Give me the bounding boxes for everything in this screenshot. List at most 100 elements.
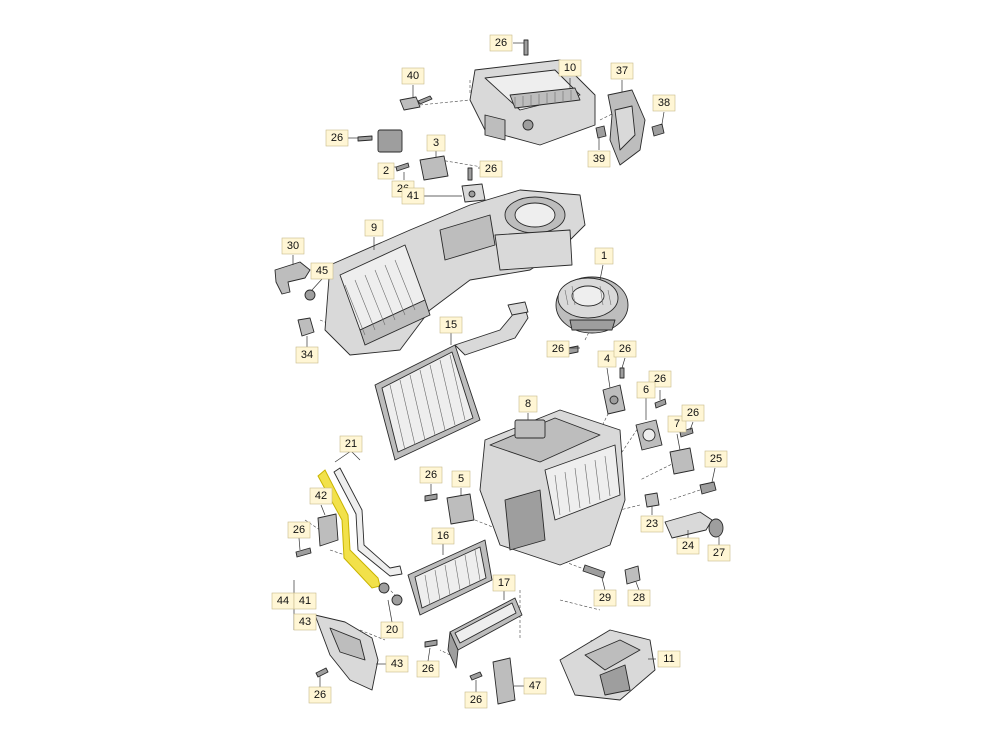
lower-mounting-bracket: [559, 629, 656, 701]
svg-text:8: 8: [525, 398, 531, 410]
svg-text:44: 44: [277, 595, 289, 607]
svg-text:10: 10: [564, 62, 576, 74]
callout-17: 17: [492, 574, 516, 592]
svg-text:15: 15: [445, 319, 457, 331]
callout-47: 47: [523, 677, 547, 695]
svg-text:5: 5: [458, 473, 464, 485]
svg-text:21: 21: [345, 438, 357, 450]
callout-10: 10: [558, 59, 582, 77]
callout-26-g: 26: [681, 404, 705, 422]
callout-39: 39: [587, 150, 611, 168]
svg-text:43: 43: [299, 616, 311, 628]
servo-motors: [602, 384, 717, 495]
svg-text:26: 26: [485, 163, 497, 175]
callout-44: 44: [271, 592, 295, 610]
svg-text:26: 26: [331, 132, 343, 144]
svg-text:2: 2: [383, 165, 389, 177]
svg-text:30: 30: [287, 240, 299, 252]
callout-26-a: 26: [325, 129, 349, 147]
svg-text:27: 27: [713, 547, 725, 559]
svg-text:38: 38: [658, 97, 670, 109]
svg-text:26: 26: [470, 694, 482, 706]
svg-text:6: 6: [643, 384, 649, 396]
svg-text:39: 39: [593, 153, 605, 165]
evaporator-core: [374, 301, 529, 461]
callout-2: 2: [377, 162, 395, 180]
svg-text:41: 41: [299, 595, 311, 607]
svg-text:23: 23: [646, 518, 658, 530]
svg-text:37: 37: [616, 65, 628, 77]
svg-text:9: 9: [371, 222, 377, 234]
callout-27: 27: [707, 544, 731, 562]
cover-47: [492, 657, 516, 705]
svg-text:28: 28: [633, 592, 645, 604]
callout-25: 25: [704, 450, 728, 468]
callout-43-a: 43: [293, 613, 317, 631]
svg-text:7: 7: [674, 418, 680, 430]
callout-3: 3: [426, 134, 446, 152]
footwell-duct-cover: [314, 614, 379, 691]
svg-text:26: 26: [687, 407, 699, 419]
svg-text:26: 26: [422, 663, 434, 675]
leader-lines: [292, 42, 720, 692]
svg-text:34: 34: [301, 349, 313, 361]
svg-text:24: 24: [682, 540, 694, 552]
svg-text:11: 11: [663, 653, 674, 665]
callout-1: 1: [594, 247, 614, 265]
svg-text:45: 45: [316, 265, 328, 277]
svg-text:4: 4: [604, 353, 610, 365]
small-actuators-top: [377, 95, 486, 203]
svg-text:40: 40: [407, 70, 419, 82]
callout-43-b: 43: [385, 655, 409, 673]
heater-box-housing: [479, 409, 626, 566]
callout-40: 40: [401, 67, 425, 85]
flap-motor-5: [446, 493, 475, 525]
pipe-bracket: [317, 513, 339, 547]
callout-8: 8: [518, 395, 538, 413]
callout-45: 45: [310, 262, 334, 280]
svg-text:20: 20: [386, 624, 398, 636]
svg-text:41: 41: [407, 190, 419, 202]
callout-26-k: 26: [464, 691, 488, 709]
svg-text:26: 26: [425, 469, 437, 481]
svg-text:25: 25: [710, 453, 722, 465]
callout-6: 6: [636, 381, 656, 399]
svg-text:26: 26: [495, 37, 507, 49]
callout-30: 30: [281, 237, 305, 255]
screws: [295, 39, 694, 681]
callout-20: 20: [380, 621, 404, 639]
callout-7: 7: [667, 415, 687, 433]
callout-41-top: 41: [401, 187, 425, 205]
callout-26-i: 26: [287, 521, 311, 539]
callout-38: 38: [652, 94, 676, 112]
callout-34: 34: [295, 346, 319, 364]
callout-28: 28: [627, 589, 651, 607]
callout-4: 4: [597, 350, 617, 368]
svg-text:42: 42: [315, 490, 327, 502]
callout-23: 23: [640, 515, 664, 533]
callout-9: 9: [364, 219, 384, 237]
callout-41-low: 41: [293, 592, 317, 610]
callout-21: 21: [339, 435, 363, 453]
svg-text:3: 3: [433, 137, 439, 149]
callout-29: 29: [593, 589, 617, 607]
callout-26-c: 26: [479, 160, 503, 178]
svg-text:47: 47: [529, 680, 541, 692]
side-bracket: [595, 89, 665, 166]
callout-16: 16: [431, 527, 455, 545]
callout-26-top: 26: [489, 34, 513, 52]
callout-15: 15: [439, 316, 463, 334]
drain-hose-and-clips: [274, 261, 316, 337]
callout-24: 24: [676, 537, 700, 555]
auxiliary-heater: [447, 597, 523, 669]
callout-26-d: 26: [546, 340, 570, 358]
svg-text:26: 26: [314, 689, 326, 701]
svg-text:17: 17: [498, 577, 510, 589]
svg-text:16: 16: [437, 530, 449, 542]
blower-motor: [555, 276, 629, 334]
svg-text:43: 43: [391, 658, 403, 670]
callout-26-l: 26: [308, 686, 332, 704]
callout-37: 37: [610, 62, 634, 80]
callout-26-e: 26: [613, 340, 637, 358]
